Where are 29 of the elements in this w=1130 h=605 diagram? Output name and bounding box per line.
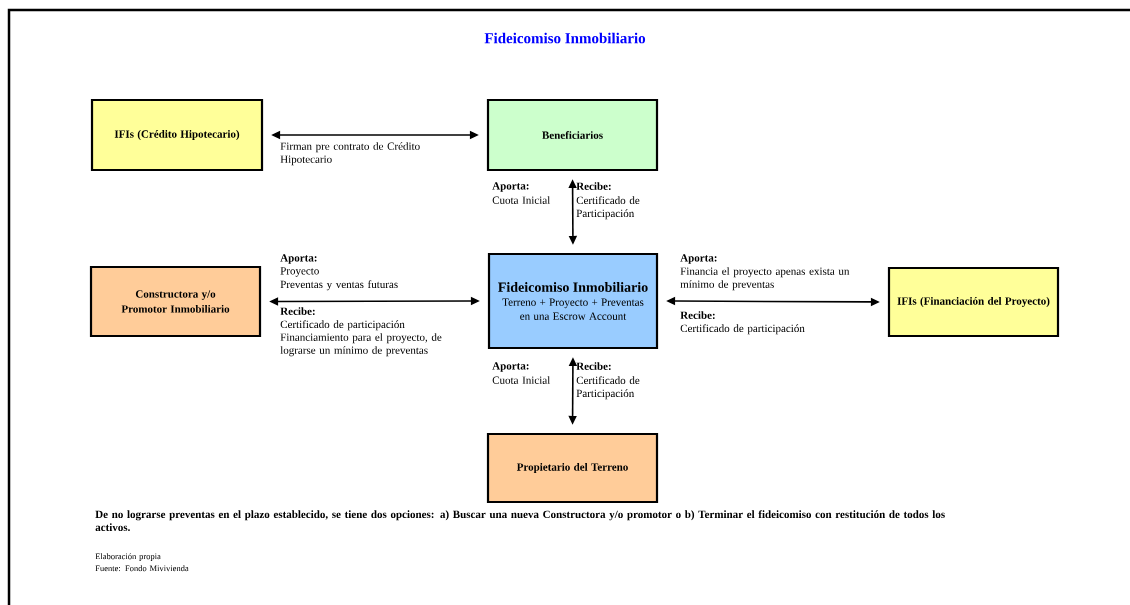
title: Fideicomiso Inmobiliario	[484, 32, 646, 44]
label-text: Cuota Inicial	[492, 196, 551, 204]
entity-box: Beneficiarios	[486, 98, 659, 172]
edge-label: Firman pre contrato de Crédito Hipotecario	[280, 142, 420, 166]
label-text: Cuota Inicial	[492, 376, 551, 384]
label-text: Aporta:	[492, 362, 529, 372]
label-text: Aporta:	[492, 182, 529, 192]
label-text: Financiamiento para el proyecto, de lograrse un mínimo de preventas	[280, 333, 442, 357]
label-text: Recibe:	[280, 307, 315, 315]
entity-box: Constructora y/o Promotor Inmobiliario	[89, 265, 262, 338]
label-text: Certificado de Participación	[576, 376, 640, 400]
label-text: Proyecto	[280, 267, 319, 277]
label-text: Recibe:	[576, 182, 611, 190]
source-note: Elaboración propia	[95, 553, 161, 561]
source-note: Fuente: Fondo Mivivienda	[95, 565, 189, 572]
entity-box: Propietario del Terreno	[486, 432, 659, 504]
entity-box: IFIs (Financiación del Proyecto)	[887, 266, 1060, 338]
label-text: Certificado de participación	[280, 320, 405, 331]
label-text: Certificado de Participación	[576, 196, 640, 220]
label-text: Certificado de participación	[680, 324, 805, 335]
trust-box: Fideicomiso Inmobiliario Terreno + Proyecto + Preventas en una Escrow Account	[487, 252, 659, 350]
label-text: Recibe:	[576, 362, 611, 370]
label-text: Preventas y ventas futuras	[280, 280, 398, 291]
label-text: Financia el proyecto apenas exista un mínimo de preventas	[680, 267, 850, 291]
label-text: Aporta:	[280, 254, 317, 264]
label-text: De no lograrse preventas en el plazo establecido, se tiene dos opciones: a) Buscar una nueva Constructora y/o promotor o b) Terminar el fideicomiso con restitución de todos los activos.	[95, 510, 945, 532]
label-text: Aporta:	[680, 254, 717, 264]
label-text: Recibe:	[680, 311, 715, 319]
entity-box: IFIs (Crédito Hipotecario)	[90, 98, 264, 172]
